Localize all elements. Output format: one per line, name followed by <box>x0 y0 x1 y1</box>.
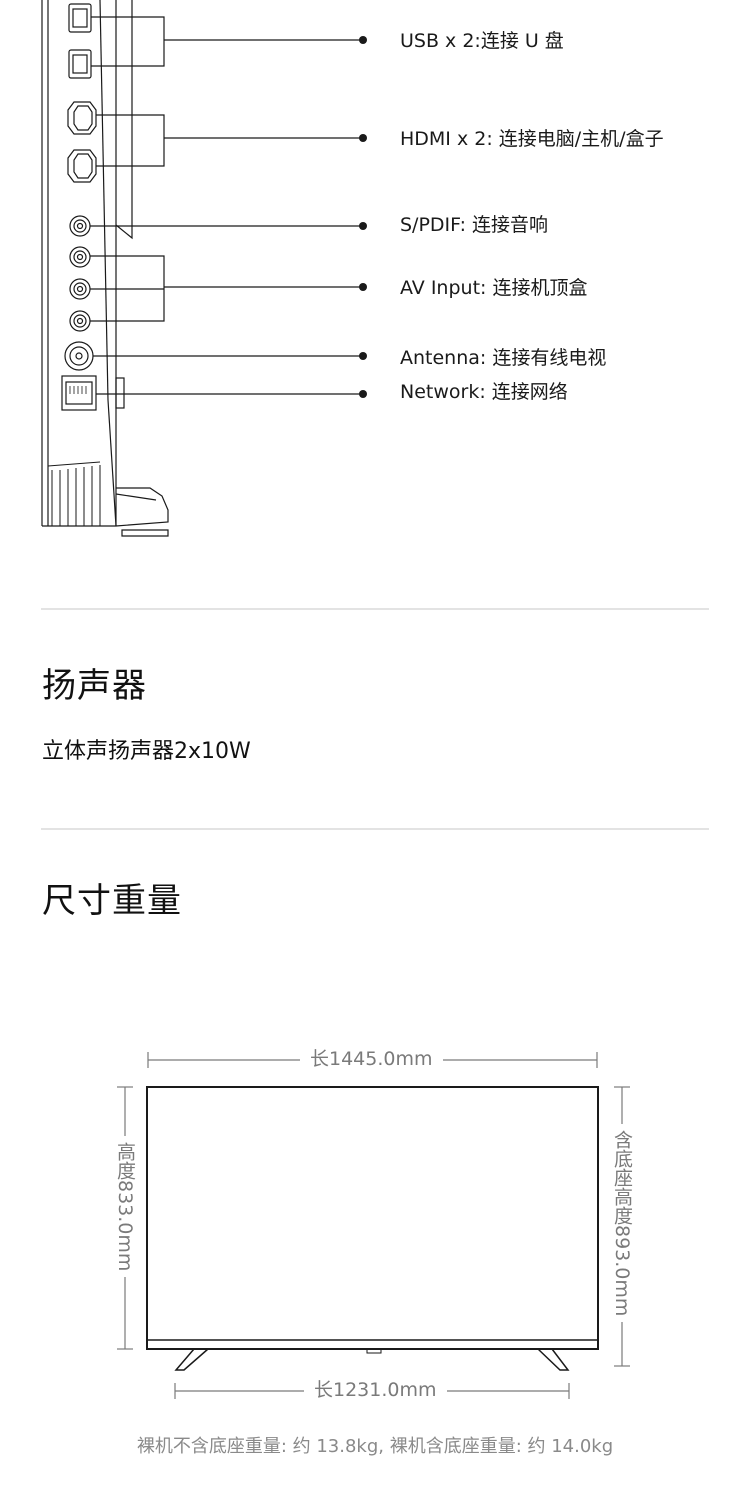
speaker-description: 立体声扬声器2x10W <box>42 739 251 764</box>
port-label-network: Network: 连接网络 <box>400 381 568 403</box>
port-label-av-input: AV Input: 连接机顶盒 <box>400 277 588 299</box>
dimensions-section-title: 尺寸重量 <box>42 881 182 921</box>
stand-width-label: 长1231.0mm <box>304 1381 447 1400</box>
tv-height-with-stand-label: 含底座高度893.0mm <box>611 1124 633 1323</box>
port-label-antenna: Antenna: 连接有线电视 <box>400 347 607 369</box>
port-label-usb: USB x 2:连接 U 盘 <box>400 30 564 52</box>
section-divider-bottom <box>41 828 709 830</box>
tv-front-dimension-drawing <box>117 1052 630 1399</box>
tv-side-ports-illustration <box>41 0 367 537</box>
tv-height-label: 高度833.0mm <box>114 1136 136 1278</box>
port-label-hdmi: HDMI x 2: 连接电脑/主机/盒子 <box>400 128 664 150</box>
speaker-section-title: 扬声器 <box>42 666 147 706</box>
port-label-spdif: S/PDIF: 连接音响 <box>400 214 549 236</box>
section-divider-top <box>41 608 709 610</box>
tv-width-label: 长1445.0mm <box>300 1050 443 1069</box>
weight-note: 裸机不含底座重量: 约 13.8kg, 裸机含底座重量: 约 14.0kg <box>136 1436 614 1457</box>
